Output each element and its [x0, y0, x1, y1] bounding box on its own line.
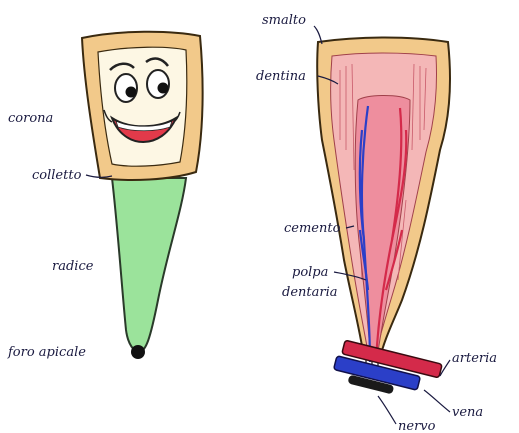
cartoon-tooth [82, 32, 203, 359]
section-tooth [317, 38, 450, 395]
label-dentina: dentina [256, 69, 306, 84]
label-radice: radice [52, 259, 94, 274]
root-shape [112, 178, 186, 352]
right-pupil [158, 83, 169, 94]
left-pupil [126, 87, 137, 98]
label-corona: corona [8, 111, 53, 126]
label-cemento: cemento [284, 221, 341, 236]
label-nervo: nervo [398, 419, 436, 433]
apical-foramen-dot [131, 345, 145, 359]
label-polpa-dentaria-line1: polpa [292, 265, 328, 280]
label-arteria: arteria [452, 351, 497, 366]
label-polpa-dentaria-line2: dentaria [282, 285, 338, 300]
crown-face [98, 47, 187, 166]
label-vena: vena [452, 405, 483, 420]
label-foro-apicale: foro apicale [7, 345, 86, 360]
label-smalto: smalto [262, 13, 306, 28]
label-colletto: colletto [32, 168, 82, 183]
